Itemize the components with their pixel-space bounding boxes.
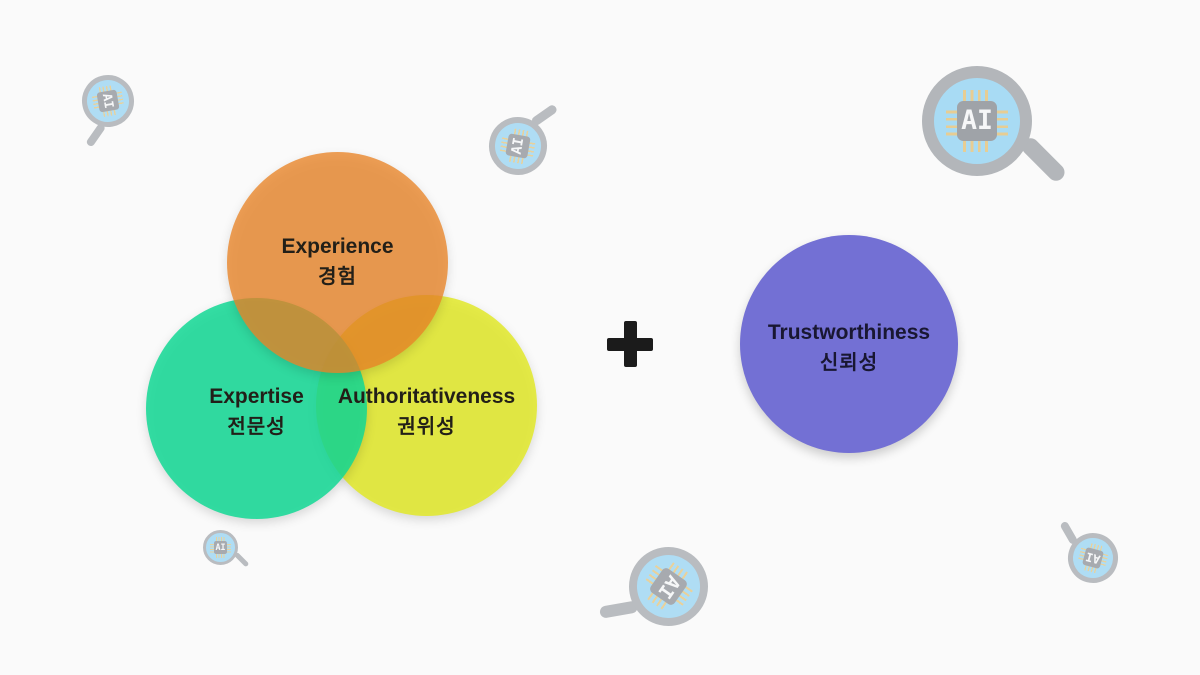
magnifier-lens-icon: AI [613, 531, 724, 642]
plus-icon: + [607, 321, 653, 367]
magnifier-lens-icon: AI [484, 112, 552, 180]
plus-symbol: + [607, 321, 608, 322]
experience-circle [227, 152, 448, 373]
ai-chip-icon: AI [213, 540, 228, 555]
magnifier-lens-icon: AI [922, 66, 1032, 176]
ai-chip-label: AI [508, 136, 528, 156]
ai-search-icon: AI [599, 531, 724, 642]
ai-chip-icon: AI [505, 133, 531, 159]
ai-chip-label: AI [215, 542, 226, 553]
ai-chip-icon: AI [96, 89, 120, 113]
ai-search-icon: AI [922, 66, 1068, 184]
ai-search-icon: AI [484, 103, 558, 180]
ai-chip-icon: AI [957, 101, 997, 141]
magnifier-lens-icon: AI [203, 530, 238, 565]
ai-search-icon: AI [77, 70, 139, 148]
magnifier-lens-icon: AI [77, 70, 139, 132]
ai-search-icon: AI [203, 530, 250, 568]
ai-search-icon: AI [1059, 521, 1124, 589]
trustworthiness-circle [740, 235, 958, 453]
ai-chip-label: AI [1084, 549, 1102, 567]
ai-chip-label: AI [961, 105, 993, 137]
ai-chip-label: AI [99, 92, 117, 110]
